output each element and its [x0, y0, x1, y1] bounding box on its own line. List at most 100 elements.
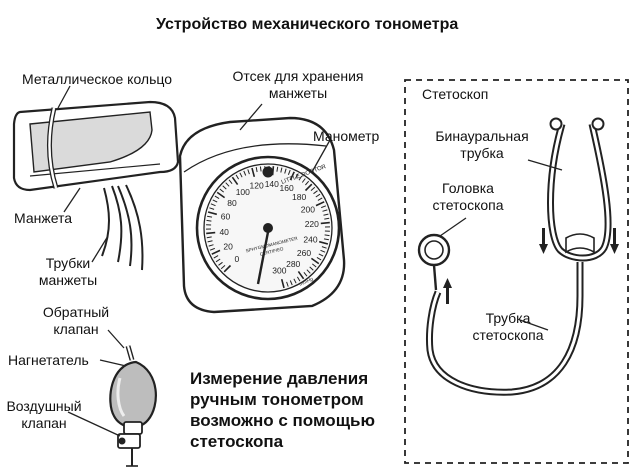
label-stethoscope-tube-line-2: стетоскопа: [472, 327, 544, 343]
gauge-minor-tick: [301, 178, 306, 183]
label-bulb: Нагнетатель: [8, 352, 89, 368]
gauge-minor-tick: [322, 209, 328, 212]
label-check-valve-line-2: клапан: [53, 321, 99, 337]
gauge-scale-number: 200: [301, 204, 315, 214]
label-stethoscope-tube: Трубка стетоскопа: [462, 310, 554, 344]
gauge-major-tick: [320, 221, 330, 225]
arrow-down-icon: [610, 228, 619, 254]
gauge-ticks: [205, 165, 331, 289]
caption-line-2: ручным тонометром: [190, 390, 364, 409]
gauge-major-tick: [315, 201, 325, 207]
gauge-minor-tick: [324, 217, 330, 220]
gauge-scale-number: 300: [272, 266, 286, 276]
diagram-title: Устройство механического тонометра: [156, 16, 459, 33]
gauge-scale-number: 80: [227, 198, 237, 208]
gauge-minor-tick: [210, 203, 216, 207]
gauge-minor-tick: [276, 166, 279, 172]
gauge-minor-tick: [213, 255, 219, 259]
gauge-major-tick: [251, 167, 256, 178]
stethoscope-frame: [404, 79, 629, 464]
gauge-minor-tick: [305, 180, 310, 186]
gauge-minor-tick: [303, 271, 308, 277]
gauge-major-tick: [206, 231, 216, 235]
gauge-scale-number: 240: [303, 234, 317, 244]
gauge-major-tick: [211, 249, 221, 255]
label-chest-piece-line-2: стетоскопа: [432, 197, 504, 213]
gauge-minor-tick: [311, 263, 317, 268]
bulb-assembly: [109, 345, 157, 467]
gauge-minor-tick: [296, 276, 301, 282]
gauge-major-tick: [297, 270, 305, 280]
gauge-minor-tick: [220, 265, 226, 270]
gauge-major-tick: [280, 278, 285, 289]
gauge-minor-tick: [209, 207, 215, 210]
gauge-minor-tick: [315, 193, 321, 198]
label-manometer: Манометр: [313, 128, 380, 144]
gauge-minor-tick: [323, 238, 329, 241]
gauge-minor-tick: [321, 246, 327, 249]
label-air-valve-line-1: Воздушный: [6, 398, 82, 414]
gauge-minor-tick: [235, 174, 240, 180]
gauge-minor-tick: [212, 199, 218, 203]
gauge-minor-tick: [321, 205, 327, 209]
gauge-minor-tick: [228, 179, 233, 185]
label-cuff-storage-line-2: манжеты: [268, 85, 328, 101]
gauge-minor-tick: [215, 258, 221, 263]
label-check-valve: Обратный клапан: [26, 304, 126, 338]
gauge-scale-number: 140: [265, 179, 279, 189]
cuff: [12, 100, 180, 192]
label-stethoscope-tube-line-1: Трубка: [485, 310, 531, 326]
gauge-scale-number: 20: [223, 242, 233, 252]
gauge-minor-tick: [320, 249, 326, 253]
label-cuff-tubes: Трубки манжеты: [26, 255, 110, 289]
gauge-scale-number: 0: [235, 254, 240, 264]
gauge-scale-number: 60: [221, 212, 231, 222]
gauge-minor-tick: [284, 168, 287, 174]
stethoscope: [417, 117, 619, 396]
gauge-minor-tick: [317, 197, 323, 201]
gauge-minor-tick: [218, 261, 223, 266]
gauge-scale-number: 260: [297, 248, 311, 258]
gauge-minor-tick: [318, 253, 324, 257]
gauge-minor-tick: [298, 175, 303, 181]
gauge-model-line-2: CERTIFIED: [259, 246, 284, 257]
label-stethoscope: Стетоскоп: [422, 86, 489, 102]
gauge-minor-tick: [206, 219, 212, 222]
label-cuff: Манжета: [14, 210, 73, 226]
gauge-major-tick: [207, 211, 218, 216]
gauge-minor-tick: [209, 247, 215, 251]
gauge-minor-tick: [255, 167, 258, 173]
label-binaural-tube-line-1: Бинауральная: [435, 128, 529, 144]
gauge-minor-tick: [323, 213, 329, 216]
gauge-minor-tick: [310, 186, 316, 191]
label-cuff-storage: Отсек для хранения манжеты: [220, 68, 376, 102]
label-check-valve-line-1: Обратный: [42, 304, 110, 320]
gauge-minor-tick: [207, 215, 213, 218]
gauge-scale-number: 40: [219, 227, 229, 237]
gauge-minor-tick: [247, 169, 250, 175]
label-air-valve: Воздушный клапан: [4, 398, 84, 432]
gauge-minor-tick: [280, 167, 283, 173]
gauge-minor-tick: [309, 266, 314, 271]
caption-line-1: Измерение давления: [190, 369, 369, 388]
label-air-valve-line-2: клапан: [21, 415, 67, 431]
gauge-major-tick: [223, 264, 232, 273]
gauge-major-tick: [310, 257, 320, 265]
gauge-minor-tick: [313, 190, 318, 195]
arrow-up-icon: [443, 278, 452, 304]
gauge-major-tick: [304, 183, 313, 192]
label-cuff-storage-line-1: Отсек для хранения: [232, 68, 364, 84]
gauge-major-tick: [231, 176, 239, 186]
caption: Измерение давления ручным тонометром воз…: [190, 368, 375, 452]
gauge-minor-tick: [243, 170, 247, 176]
gauge-scale-number: 120: [250, 181, 264, 191]
caption-line-4: стетоскопа: [190, 432, 284, 451]
cuff-tubes: [101, 184, 144, 271]
gauge-minor-tick: [219, 188, 225, 193]
gauge-minor-tick: [324, 234, 330, 237]
gauge-unit: mmHg: [298, 276, 314, 288]
gauge-minor-tick: [287, 169, 291, 175]
